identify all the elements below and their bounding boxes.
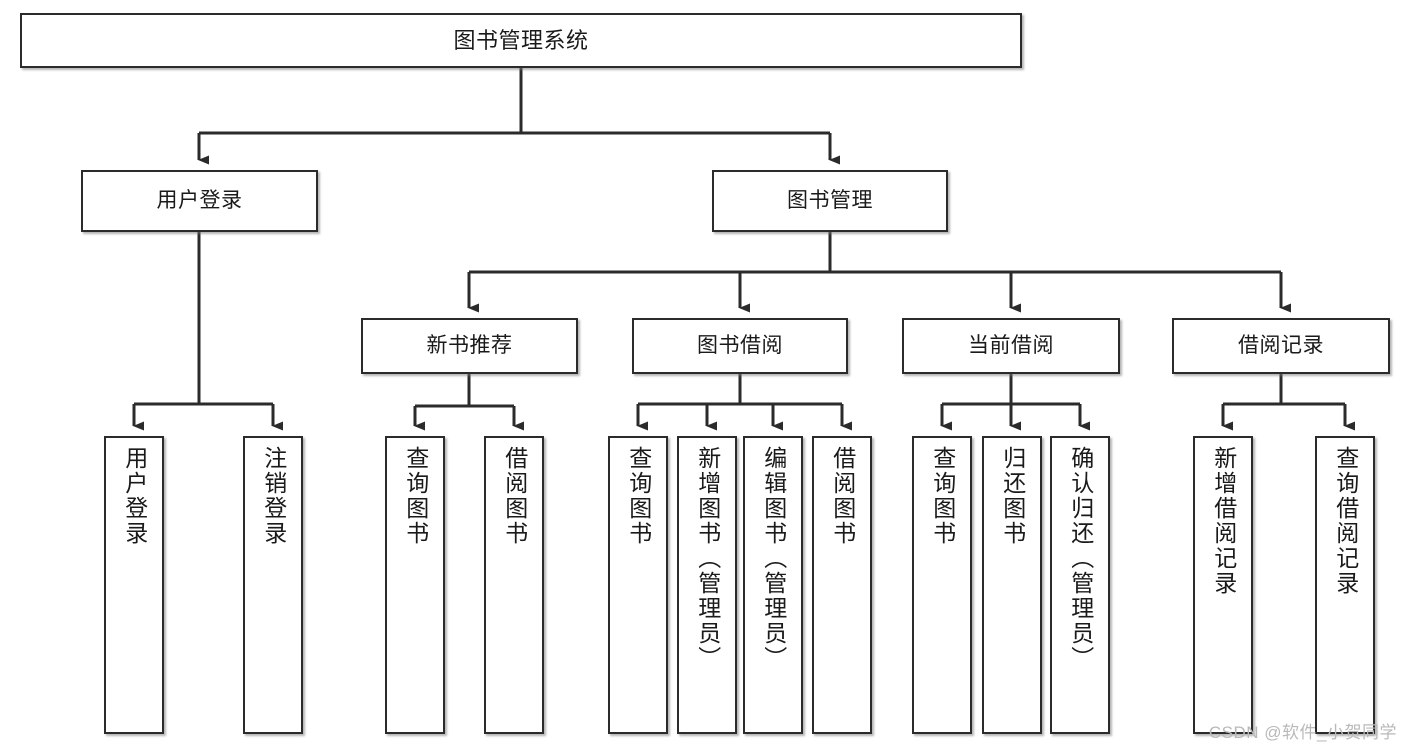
node-label: 新书推荐 — [426, 333, 513, 357]
node-label: 编辑图书（管理员） — [760, 446, 787, 671]
node-label: 归还图书 — [999, 446, 1026, 546]
leaf-book-borrow-add-book-admin[interactable]: 新增图书（管理员） — [677, 436, 737, 734]
node-user-login[interactable]: 用户登录 — [81, 170, 318, 232]
leaf-user-login-logout[interactable]: 注销登录 — [243, 436, 303, 734]
node-label: 确认归还（管理员） — [1067, 446, 1094, 671]
leaf-book-borrow-query-book[interactable]: 查询图书 — [608, 436, 668, 734]
node-label: 查询图书 — [402, 446, 429, 546]
leaf-user-login-login[interactable]: 用户登录 — [104, 436, 164, 734]
node-label: 图书管理 — [787, 188, 873, 212]
node-current-borrow[interactable]: 当前借阅 — [902, 318, 1120, 374]
leaf-current-borrow-return-book[interactable]: 归还图书 — [982, 436, 1042, 734]
leaf-current-borrow-confirm-return-admin[interactable]: 确认归还（管理员） — [1050, 436, 1110, 734]
node-label: 查询图书 — [929, 446, 956, 546]
node-label: 借阅图书 — [829, 446, 856, 546]
leaf-borrow-record-add-record[interactable]: 新增借阅记录 — [1193, 436, 1253, 734]
leaf-borrow-record-query-record[interactable]: 查询借阅记录 — [1315, 436, 1375, 734]
node-label: 借阅记录 — [1238, 333, 1324, 357]
node-root-book-management-system[interactable]: 图书管理系统 — [20, 13, 1022, 68]
node-borrow-record[interactable]: 借阅记录 — [1172, 318, 1390, 374]
leaf-new-book-query-book[interactable]: 查询图书 — [385, 436, 445, 734]
node-book-management[interactable]: 图书管理 — [712, 170, 948, 232]
node-label: 查询图书 — [625, 446, 652, 546]
node-label: 查询借阅记录 — [1332, 446, 1359, 596]
node-label: 新增借阅记录 — [1210, 446, 1237, 596]
leaf-current-borrow-query-book[interactable]: 查询图书 — [912, 436, 972, 734]
node-label: 图书借阅 — [697, 333, 783, 357]
node-label: 用户登录 — [121, 446, 148, 546]
leaf-new-book-borrow-book[interactable]: 借阅图书 — [484, 436, 544, 734]
node-label: 用户登录 — [156, 188, 243, 212]
leaf-book-borrow-edit-book-admin[interactable]: 编辑图书（管理员） — [743, 436, 803, 734]
node-label: 图书管理系统 — [453, 27, 589, 53]
node-label: 当前借阅 — [968, 333, 1054, 357]
node-book-borrow[interactable]: 图书借阅 — [632, 318, 848, 374]
leaf-book-borrow-borrow-book[interactable]: 借阅图书 — [812, 436, 872, 734]
node-label: 借阅图书 — [501, 446, 528, 546]
node-label: 新增图书（管理员） — [694, 446, 721, 671]
node-new-book-recommend[interactable]: 新书推荐 — [361, 318, 578, 374]
csdn-watermark: CSDN @软件_小贺同学 — [1208, 723, 1397, 742]
node-label: 注销登录 — [260, 446, 287, 546]
